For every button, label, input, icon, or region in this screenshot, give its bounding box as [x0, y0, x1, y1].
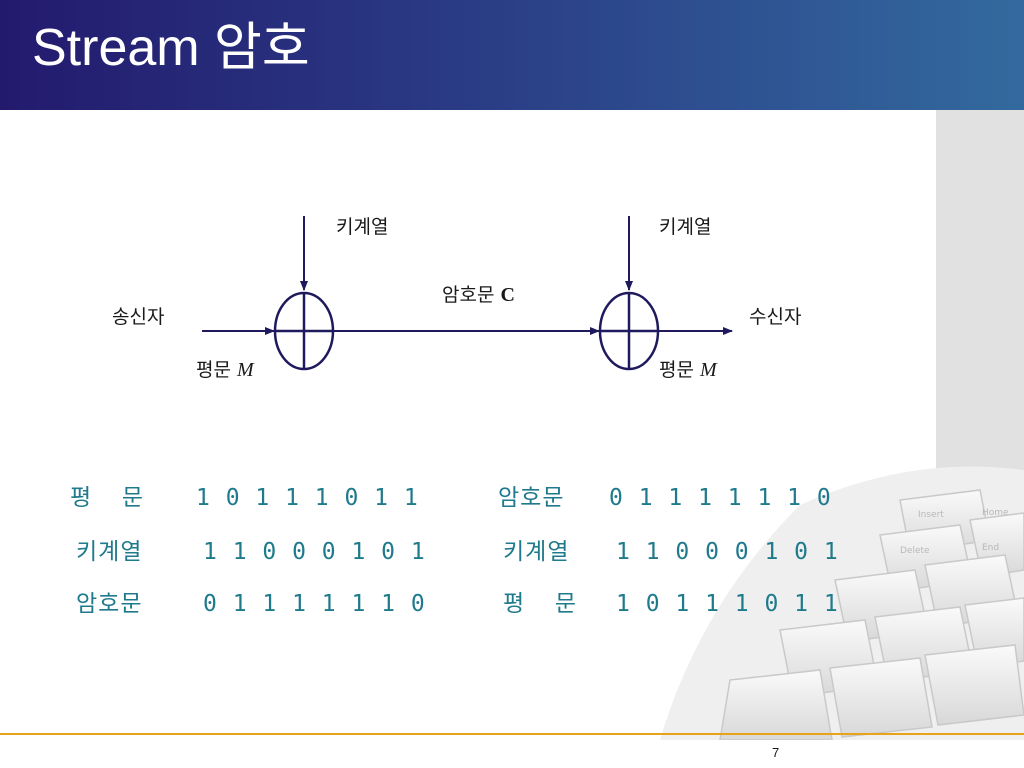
keyboard-image: Insert Delete Home End — [660, 466, 1024, 740]
svg-text:Insert: Insert — [918, 510, 944, 520]
footer-divider — [0, 733, 1024, 735]
right-row-2-bits: 1 1 0 0 0 1 0 1 — [616, 539, 839, 565]
ciphertext-symbol: C — [500, 284, 515, 306]
title-bar: Stream 암호 — [0, 0, 1024, 110]
left-row-3-label: 암호문 — [76, 591, 143, 617]
svg-text:End: End — [982, 543, 999, 553]
svg-text:Delete: Delete — [900, 546, 930, 556]
receiver-label: 수신자 — [749, 306, 802, 328]
xor-symbol-right — [598, 291, 660, 371]
left-row-1-bits: 1 0 1 1 1 0 1 1 — [196, 485, 419, 511]
left-row-2-bits: 1 1 0 0 0 1 0 1 — [203, 539, 426, 565]
left-row-3-bits: 0 1 1 1 1 1 1 0 — [203, 591, 426, 617]
xor-symbol-left — [273, 291, 335, 371]
diagram-lines — [202, 216, 733, 371]
slide-title: Stream 암호 — [32, 19, 310, 77]
right-row-3-label: 평 문 — [503, 591, 578, 617]
plaintext-word-left: 평문 — [196, 359, 231, 381]
stream-cipher-diagram: 키계열 키계열 송신자 수신자 암호문 C 평문 M 평문 M — [0, 110, 1024, 430]
svg-text:Home: Home — [982, 508, 1009, 518]
keystream-label-right: 키계열 — [659, 216, 712, 238]
right-row-1-label: 암호문 — [498, 485, 565, 511]
right-row-2-label: 키계열 — [503, 539, 570, 565]
right-row-1-bits: 0 1 1 1 1 1 1 0 — [609, 485, 832, 511]
left-row-2-label: 키계열 — [76, 539, 143, 565]
plaintext-word-right: 평문 — [659, 359, 694, 381]
plaintext-label-right: 평문 M — [659, 360, 717, 380]
plaintext-symbol-left: M — [237, 359, 254, 381]
plaintext-label-left: 평문 M — [196, 360, 254, 380]
plaintext-symbol-right: M — [700, 359, 717, 381]
keystream-label-left: 키계열 — [336, 216, 389, 238]
left-row-1-label: 평 문 — [70, 485, 145, 511]
sender-label: 송신자 — [112, 306, 165, 328]
side-panel — [936, 110, 1024, 470]
page-number: 7 — [772, 745, 780, 760]
ciphertext-word: 암호문 — [442, 284, 495, 306]
ciphertext-label: 암호문 C — [442, 285, 515, 305]
right-row-3-bits: 1 0 1 1 1 0 1 1 — [616, 591, 839, 617]
